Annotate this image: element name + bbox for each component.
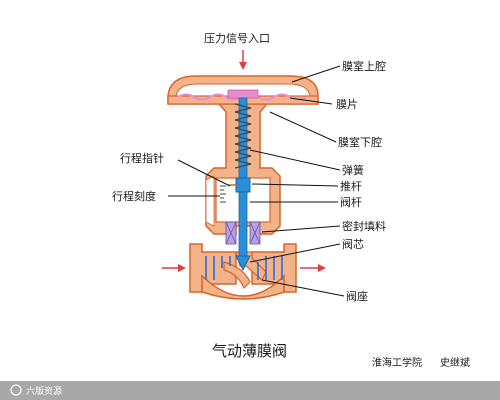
watermark-text: 六版资源	[26, 385, 62, 397]
credit-author: 史继斌	[440, 356, 470, 369]
flow-out-arrow	[300, 264, 326, 272]
flow-in-arrow	[162, 264, 186, 272]
label-valve-plug: 阀芯	[342, 237, 364, 251]
fluid-lines	[205, 256, 283, 280]
spring-coil	[234, 103, 252, 169]
inlet-label: 压力信号入口	[204, 32, 270, 45]
label-lower-chamber: 膜室下腔	[338, 135, 382, 149]
label-push-rod: 推杆	[340, 179, 362, 193]
stem-connector	[235, 177, 251, 193]
label-upper-chamber: 膜室上腔	[342, 59, 386, 73]
label-valve-stem: 阀杆	[340, 195, 362, 209]
label-valve-seat: 阀座	[346, 289, 368, 303]
credit-institution: 淮海工学院	[372, 356, 422, 369]
label-seal-packing: 密封填料	[342, 219, 386, 233]
label-stroke-scale: 行程刻度	[112, 189, 156, 203]
watermark-icon	[10, 384, 22, 396]
plug-shape	[235, 255, 251, 272]
footer-bar	[0, 381, 500, 400]
label-diaphragm: 膜片	[336, 98, 358, 111]
diaphragm-plate	[227, 89, 259, 99]
packing-block	[225, 221, 261, 245]
label-stroke-pointer: 行程指针	[120, 151, 164, 165]
label-spring: 弹簧	[342, 163, 364, 177]
leader-lines	[168, 65, 345, 297]
inlet-arrow	[239, 50, 247, 70]
diagram-title: 气动薄膜阀	[212, 342, 287, 360]
scale-ticks	[220, 185, 226, 203]
